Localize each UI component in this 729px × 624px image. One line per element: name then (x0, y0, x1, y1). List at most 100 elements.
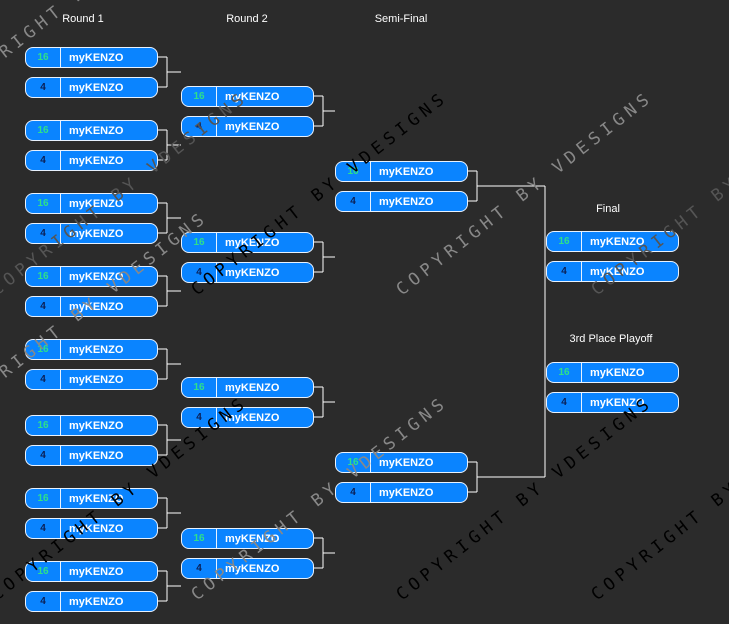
semi-team-slot[interactable]: 4 myKENZO (335, 482, 468, 503)
team-score: 16 (26, 267, 61, 286)
round2-team-slot[interactable]: 4 myKENZO (181, 407, 314, 428)
header-round-2: Round 2 (226, 13, 268, 25)
round1-team-slot[interactable]: 4 myKENZO (25, 591, 158, 612)
team-score: 4 (26, 592, 61, 611)
round2-team-slot[interactable]: 16 myKENZO (181, 86, 314, 107)
team-name: myKENZO (590, 396, 645, 409)
final-team-slot[interactable]: 4 myKENZO (546, 261, 679, 282)
round2-team-slot[interactable]: 4 myKENZO (181, 116, 314, 137)
team-name: myKENZO (69, 154, 124, 167)
team-name: myKENZO (379, 486, 434, 499)
team-name: myKENZO (590, 265, 645, 278)
team-name: myKENZO (225, 411, 280, 424)
team-score: 4 (26, 519, 61, 538)
team-score: 16 (26, 562, 61, 581)
team-score: 4 (26, 151, 61, 170)
team-score: 16 (547, 232, 582, 251)
round1-team-slot[interactable]: 4 myKENZO (25, 223, 158, 244)
round1-team-slot[interactable]: 16 myKENZO (25, 120, 158, 141)
round2-team-slot[interactable]: 4 myKENZO (181, 558, 314, 579)
team-score: 16 (26, 48, 61, 67)
team-score: 16 (182, 87, 217, 106)
round1-team-slot[interactable]: 4 myKENZO (25, 150, 158, 171)
team-score: 4 (547, 262, 582, 281)
round1-team-slot[interactable]: 16 myKENZO (25, 339, 158, 360)
team-score: 16 (26, 121, 61, 140)
semi-team-slot[interactable]: 16 myKENZO (335, 452, 468, 473)
team-name: myKENZO (69, 124, 124, 137)
team-score: 4 (182, 408, 217, 427)
team-score: 4 (182, 117, 217, 136)
team-score: 4 (182, 559, 217, 578)
team-score: 4 (547, 393, 582, 412)
team-score: 16 (26, 340, 61, 359)
team-name: myKENZO (225, 532, 280, 545)
team-name: myKENZO (69, 419, 124, 432)
team-score: 4 (336, 192, 371, 211)
team-score: 4 (26, 297, 61, 316)
semi-team-slot[interactable]: 16 myKENZO (335, 161, 468, 182)
team-name: myKENZO (69, 270, 124, 283)
team-name: myKENZO (225, 562, 280, 575)
header-round-1: Round 1 (62, 13, 104, 25)
round1-team-slot[interactable]: 16 myKENZO (25, 488, 158, 509)
round1-team-slot[interactable]: 4 myKENZO (25, 369, 158, 390)
team-name: myKENZO (69, 565, 124, 578)
team-score: 4 (26, 78, 61, 97)
team-name: myKENZO (69, 227, 124, 240)
round1-team-slot[interactable]: 16 myKENZO (25, 561, 158, 582)
team-name: myKENZO (225, 381, 280, 394)
team-score: 4 (26, 446, 61, 465)
header-semi-final: Semi-Final (374, 13, 428, 25)
team-name: myKENZO (225, 266, 280, 279)
round1-team-slot[interactable]: 16 myKENZO (25, 266, 158, 287)
team-score: 16 (182, 529, 217, 548)
team-score: 4 (336, 483, 371, 502)
team-name: myKENZO (225, 236, 280, 249)
team-name: myKENZO (69, 492, 124, 505)
team-score: 16 (336, 162, 371, 181)
third-team-slot[interactable]: 4 myKENZO (546, 392, 679, 413)
team-score: 4 (182, 263, 217, 282)
round2-team-slot[interactable]: 16 myKENZO (181, 377, 314, 398)
round1-team-slot[interactable]: 16 myKENZO (25, 415, 158, 436)
round1-team-slot[interactable]: 16 myKENZO (25, 193, 158, 214)
team-score: 4 (26, 370, 61, 389)
team-name: myKENZO (590, 235, 645, 248)
team-name: myKENZO (69, 81, 124, 94)
team-name: myKENZO (590, 366, 645, 379)
team-name: myKENZO (225, 120, 280, 133)
team-score: 16 (182, 378, 217, 397)
final-team-slot[interactable]: 16 myKENZO (546, 231, 679, 252)
team-name: myKENZO (69, 595, 124, 608)
round2-team-slot[interactable]: 16 myKENZO (181, 232, 314, 253)
team-name: myKENZO (69, 197, 124, 210)
team-name: myKENZO (379, 195, 434, 208)
round2-team-slot[interactable]: 4 myKENZO (181, 262, 314, 283)
team-score: 16 (182, 233, 217, 252)
team-name: myKENZO (69, 373, 124, 386)
round1-team-slot[interactable]: 4 myKENZO (25, 518, 158, 539)
team-score: 16 (26, 489, 61, 508)
team-name: myKENZO (69, 300, 124, 313)
team-name: myKENZO (225, 90, 280, 103)
team-score: 16 (547, 363, 582, 382)
team-name: myKENZO (69, 522, 124, 535)
team-name: myKENZO (69, 343, 124, 356)
third-team-slot[interactable]: 16 myKENZO (546, 362, 679, 383)
round2-team-slot[interactable]: 16 myKENZO (181, 528, 314, 549)
semi-team-slot[interactable]: 4 myKENZO (335, 191, 468, 212)
header-final: Final (596, 203, 620, 215)
team-name: myKENZO (379, 165, 434, 178)
team-score: 16 (26, 194, 61, 213)
team-name: myKENZO (379, 456, 434, 469)
header-third-place: 3rd Place Playoff (569, 333, 653, 345)
round1-team-slot[interactable]: 4 myKENZO (25, 77, 158, 98)
team-score: 16 (26, 416, 61, 435)
team-score: 4 (26, 224, 61, 243)
round1-team-slot[interactable]: 4 myKENZO (25, 296, 158, 317)
team-score: 16 (336, 453, 371, 472)
